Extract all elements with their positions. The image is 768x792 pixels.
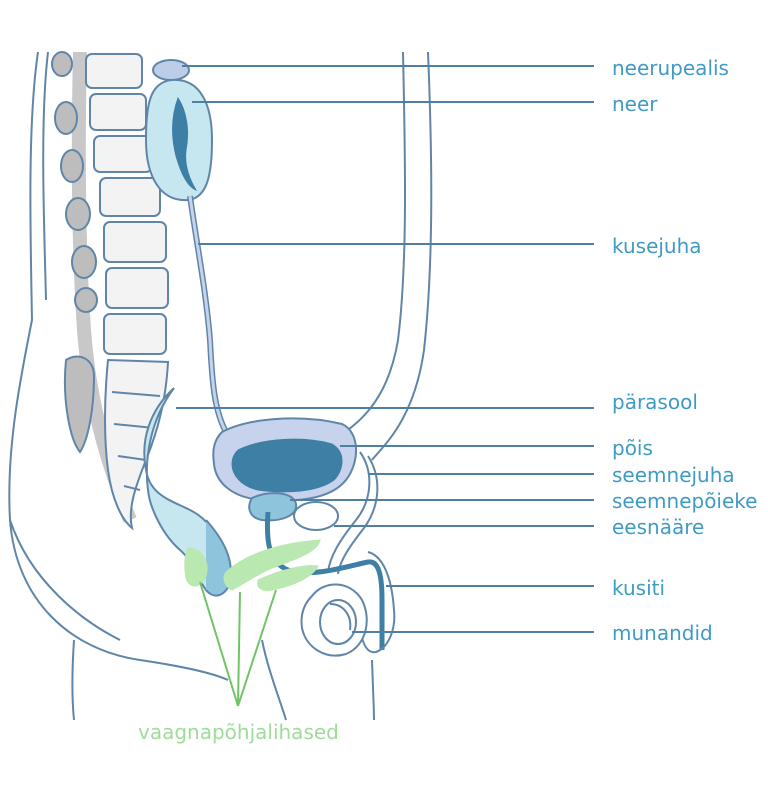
bladder xyxy=(212,417,358,502)
label-kusejuha: kusejuha xyxy=(612,234,702,258)
label-munandid: munandid xyxy=(612,621,713,645)
kidney-group xyxy=(144,59,229,434)
label-neerupealis: neerupealis xyxy=(612,56,729,80)
vas-deferens xyxy=(327,451,371,573)
label-eesnaare: eesnääre xyxy=(612,515,705,539)
prostate xyxy=(293,501,339,531)
seminal-vesicle xyxy=(248,492,298,522)
label-seemnepoieke: seemnepõieke xyxy=(612,489,758,513)
genitals xyxy=(300,551,396,657)
label-seemnejuha: seemnejuha xyxy=(612,463,735,487)
label-vaagnapohjalihased: vaagnapõhjalihased xyxy=(138,720,339,744)
label-parasool: pärasool xyxy=(612,390,698,414)
testis xyxy=(319,599,357,645)
pelvic-floor-muscles xyxy=(184,539,321,591)
pelvic-floor-pointers xyxy=(199,581,277,707)
spine xyxy=(51,51,170,531)
renal-pelvis xyxy=(172,96,198,192)
label-neer: neer xyxy=(612,92,658,116)
adrenal-gland xyxy=(152,59,190,81)
label-pois: põis xyxy=(612,436,653,460)
leader-lines xyxy=(176,65,594,633)
label-kusiti: kusiti xyxy=(612,576,666,600)
body-outline xyxy=(8,51,433,721)
